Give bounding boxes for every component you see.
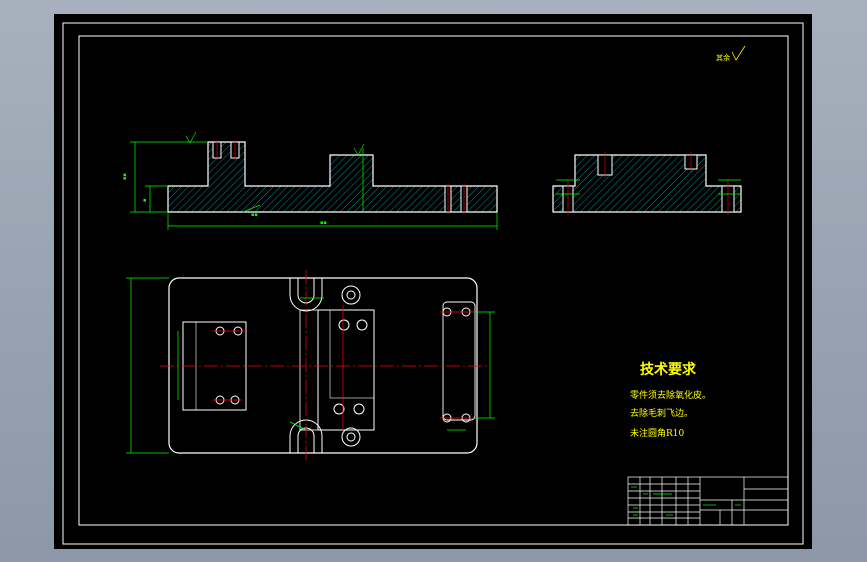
svg-text:▪: ▪ — [142, 199, 148, 202]
notes-title: 技术要求 — [640, 361, 697, 378]
note-3: 未注圆角R10 — [630, 427, 685, 439]
title-block — [627, 476, 789, 526]
svg-text:▪▪: ▪▪ — [251, 212, 258, 218]
top-view — [126, 270, 495, 460]
front-dim-glyphs: ▪▪ ▪▪ ▪ ▪▪ — [122, 173, 327, 226]
front-section-view: ▪▪ ▪▪ ▪ ▪▪ — [122, 131, 498, 230]
front-holes — [212, 140, 468, 214]
inner-border — [78, 35, 789, 526]
roughness-label: 其余 — [716, 53, 730, 62]
note-1: 零件须去除氧化皮。 — [630, 389, 711, 401]
svg-text:▪▪: ▪▪ — [320, 220, 327, 226]
roughness-symbol: 其余 — [716, 45, 746, 62]
side-dimensions — [556, 179, 741, 195]
cad-viewport[interactable]: 其余 ▪▪ ▪ — [54, 14, 812, 549]
top-dimensions — [126, 277, 495, 454]
centerlines — [160, 270, 490, 460]
note-2: 去除毛刺飞边。 — [630, 407, 693, 419]
side-section-view — [552, 152, 742, 215]
side-profile — [552, 154, 742, 213]
technical-requirements: 技术要求 零件须去除氧化皮。 去除毛刺飞边。 未注圆角R10 — [630, 361, 711, 439]
outer-border — [62, 22, 804, 545]
side-holes — [562, 152, 735, 215]
base-plate-outline — [168, 277, 478, 454]
drawing-sheet: 其余 ▪▪ ▪ — [62, 22, 804, 545]
front-dimensions — [130, 141, 498, 230]
svg-text:▪▪: ▪▪ — [122, 173, 128, 180]
